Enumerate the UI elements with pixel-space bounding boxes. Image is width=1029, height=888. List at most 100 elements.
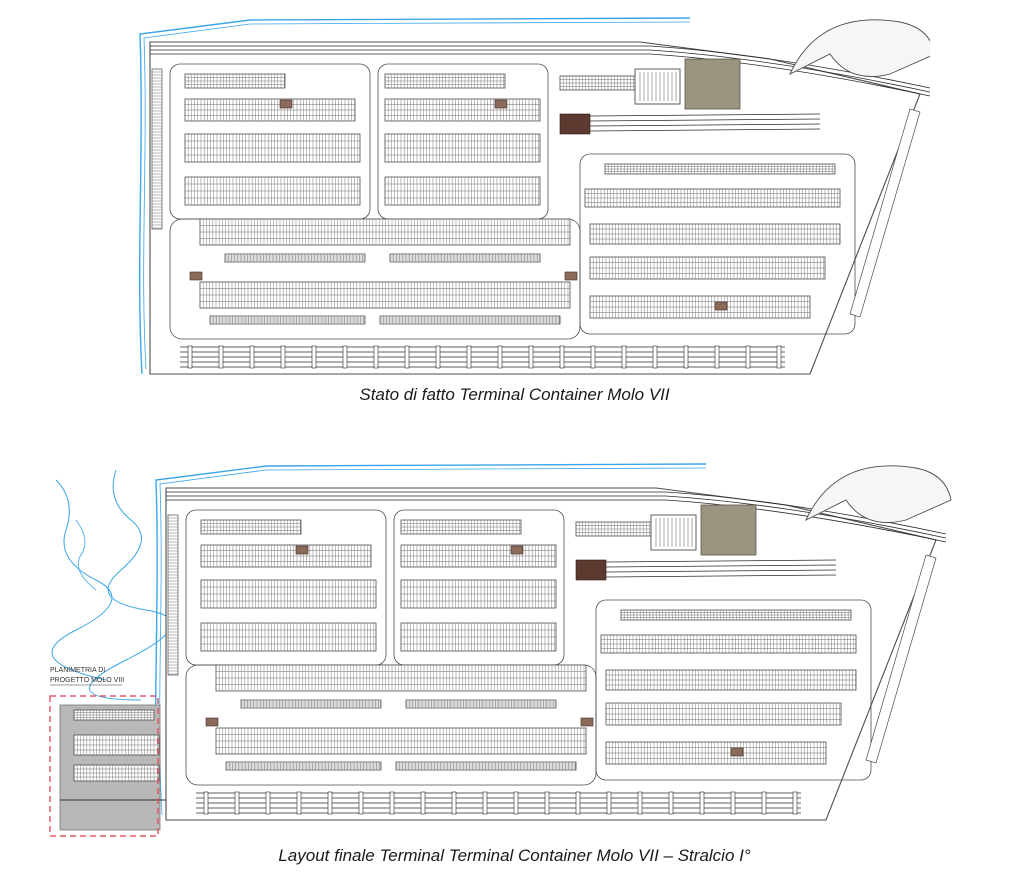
expansion-yard-block-hatch	[76, 735, 158, 755]
access-rail	[150, 53, 930, 97]
east-quay-runway	[865, 554, 937, 764]
yard-block-hatch	[212, 316, 364, 324]
water-contour	[75, 519, 97, 591]
water-contour	[51, 479, 113, 681]
quay-rail-crane	[404, 345, 410, 369]
quay-rail-crane	[187, 345, 193, 369]
quay-rail-crane	[745, 345, 751, 369]
yard-block-hatch	[187, 74, 285, 88]
rail-gate-structure	[575, 559, 607, 581]
yard-block-hatch	[592, 257, 824, 279]
access-rail	[150, 49, 930, 93]
quay-rail-crane	[606, 791, 612, 815]
quay-rail-crane	[373, 345, 379, 369]
quay-rail-crane	[327, 791, 333, 815]
quay-rail-crane	[420, 791, 426, 815]
yard-block-hatch	[387, 177, 539, 205]
equipment-marker	[580, 717, 594, 727]
yard-block-hatch	[387, 74, 504, 88]
shoreline-water-inner	[143, 21, 691, 370]
annotation-line-2: PROGETTO MOLO VIII	[50, 677, 124, 684]
yard-block-hatch	[592, 296, 808, 318]
equipment-marker	[279, 99, 293, 109]
quay-rail-crane	[358, 791, 364, 815]
shoreline-water	[138, 17, 691, 375]
quay-rail-crane	[451, 791, 457, 815]
expansion-yard-block-hatch	[76, 710, 152, 720]
rail-gate-structure	[559, 113, 591, 135]
yard-block-hatch	[187, 99, 355, 121]
rail-siding	[589, 123, 821, 127]
quay-rail-crane	[249, 345, 255, 369]
equipment-marker	[730, 747, 744, 757]
quay-rail-crane	[280, 345, 286, 369]
quay-rail-crane	[203, 791, 209, 815]
quay-rail-crane	[513, 791, 519, 815]
yard-block-hatch	[203, 545, 371, 567]
equipment-marker	[494, 99, 508, 109]
bottom-caption: Layout finale Terminal Terminal Containe…	[278, 846, 751, 865]
quay-rail-crane	[792, 791, 798, 815]
east-quay-runway	[849, 108, 921, 318]
yard-block-hatch	[187, 177, 359, 205]
quay-rail-crane	[544, 791, 550, 815]
quay-rail-crane	[714, 345, 720, 369]
quay-rail-crane	[296, 791, 302, 815]
yard-block-hatch	[387, 99, 539, 121]
yard-block-hatch	[408, 700, 554, 708]
quay-rail-crane	[652, 345, 658, 369]
yard-block-hatch	[592, 224, 840, 244]
equipment-marker	[189, 271, 203, 281]
yard-block-hatch	[227, 254, 363, 262]
quay-rail-crane	[637, 791, 643, 815]
top-caption: Stato di fatto Terminal Container Molo V…	[359, 385, 670, 404]
quay-rail-crane	[730, 791, 736, 815]
quay-rail-crane	[234, 791, 240, 815]
yard-block-hatch	[202, 282, 569, 308]
yard-block-hatch	[608, 742, 824, 764]
quay-rail-crane	[265, 791, 271, 815]
quay-rail-crane	[683, 345, 689, 369]
rail-siding	[589, 113, 821, 117]
quay-rail-crane	[342, 345, 348, 369]
access-rail	[166, 495, 947, 539]
water-contour	[89, 469, 173, 701]
yard-zone-d	[579, 153, 856, 335]
warehouse-building	[700, 504, 757, 556]
quay-rail-crane	[559, 345, 565, 369]
yard-block-hatch	[607, 164, 833, 174]
quay-rail-crane	[590, 345, 596, 369]
equipment-marker	[205, 717, 219, 727]
top-plan-drawing	[138, 17, 930, 375]
gate-lanes	[639, 72, 677, 101]
west-quay-runway	[151, 68, 163, 230]
yard-block-hatch	[203, 580, 375, 608]
quay-rail-crane	[218, 345, 224, 369]
rail-siding	[605, 569, 837, 573]
rail-siding	[605, 574, 837, 578]
rail-siding	[605, 559, 837, 563]
equipment-marker	[714, 301, 728, 311]
quay-rail-crane	[482, 791, 488, 815]
rail-siding	[589, 128, 821, 132]
access-road-loop	[789, 19, 930, 77]
quay-rail-crane	[575, 791, 581, 815]
yard-block-hatch	[203, 623, 375, 651]
quay-rail-crane	[668, 791, 674, 815]
quay-rail-crane	[621, 345, 627, 369]
yard-zone-d	[595, 599, 872, 781]
quay-rail-crane	[699, 791, 705, 815]
access-rail	[166, 499, 947, 543]
gate-building	[650, 514, 697, 551]
quay-rail-crane	[435, 345, 441, 369]
yard-block-hatch	[403, 623, 555, 651]
yard-block-hatch	[387, 134, 539, 162]
yard-block-hatch	[243, 700, 379, 708]
rail-siding	[589, 118, 821, 122]
quay-rail-crane	[528, 345, 534, 369]
quay-rail-crane	[761, 791, 767, 815]
top-plan	[130, 14, 930, 384]
quay-rail-crane	[389, 791, 395, 815]
